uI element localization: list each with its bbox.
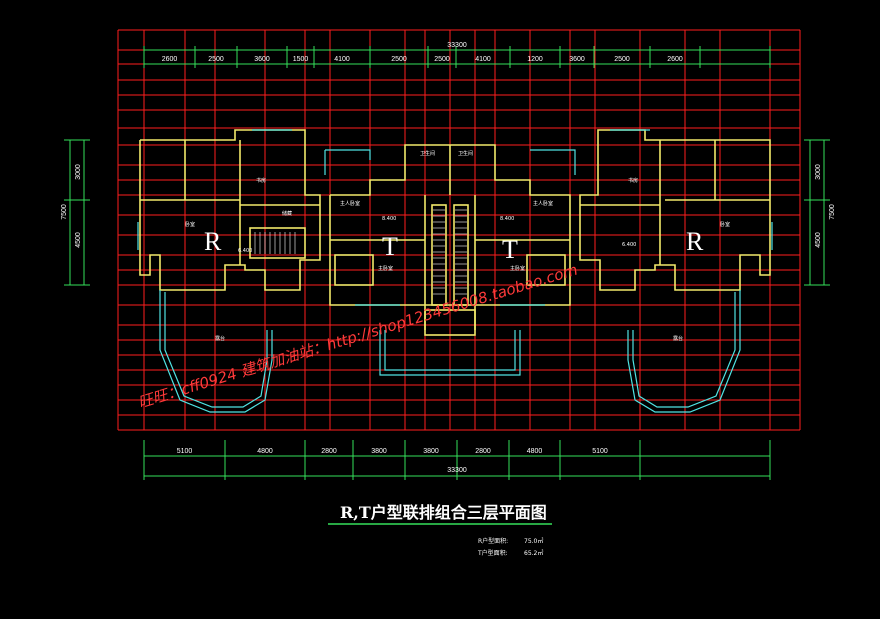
unit-label-t-left: T	[382, 232, 398, 261]
dimension-label: 7500	[829, 204, 836, 220]
dimension-label: 3800	[423, 448, 439, 455]
dimension-label: 4800	[257, 448, 273, 455]
dimension-label: 4500	[815, 232, 822, 248]
level-marks: 8.400 6.400 8.400 6.400	[238, 216, 636, 254]
overall-dimension-bottom: 33300	[447, 467, 467, 474]
level-mark: 6.400	[622, 242, 636, 248]
room-label: 书房	[256, 177, 266, 184]
dimension-label: 3000	[75, 164, 82, 180]
room-label: 书房	[628, 177, 638, 184]
room-label: 卫生间	[458, 150, 473, 157]
room-label: 露台	[215, 335, 225, 342]
dimension-label: 2800	[321, 448, 337, 455]
windows-and-balconies	[137, 129, 773, 413]
dimension-label: 3000	[815, 164, 822, 180]
room-label: 主人卧室	[340, 200, 360, 207]
drawing-title: R,T户型联排组合三层平面图	[340, 503, 547, 522]
area-note: R户型面积: 75.0㎡ T户型面积: 65.2㎡	[477, 537, 543, 557]
dimension-label: 2600	[162, 56, 178, 63]
dimension-label: 1500	[293, 56, 309, 63]
room-label: 卫生间	[420, 150, 435, 157]
dimension-label: 3600	[254, 56, 270, 63]
dimension-label: 2500	[391, 56, 407, 63]
dimension-label: 2500	[434, 56, 450, 63]
dimension-label: 4100	[334, 56, 350, 63]
shop-watermark: 旺旺：cff0924 建筑加油站：http://shop123456008.ta…	[136, 261, 580, 412]
unit-labels: R T T R	[204, 227, 704, 264]
room-label: 卧室	[720, 221, 730, 228]
dimension-label: 4800	[527, 448, 543, 455]
dimension-label: 7500	[61, 204, 68, 220]
room-label: 储藏	[282, 210, 292, 217]
overall-dimension-top: 33300	[447, 42, 467, 49]
room-label: 主人卧室	[533, 200, 553, 207]
area-value-t: 65.2㎡	[524, 549, 543, 557]
level-mark: 8.400	[382, 216, 396, 222]
dimension-text: 33300 33300 2600 2500 3600 1500 4100 2500 2500…	[61, 42, 836, 474]
dimension-label: 2600	[667, 56, 683, 63]
dimension-label: 3600	[569, 56, 585, 63]
building-walls	[139, 129, 771, 336]
stairs	[254, 209, 467, 295]
room-labels: 卫生间 卫生间 书房 书房 卧室 卧室 主卧室 主卧室 主人卧室 主人卧室 露台…	[185, 150, 730, 342]
room-label: 露台	[673, 335, 683, 342]
room-label: 主卧室	[378, 265, 393, 272]
dimension-label: 2500	[614, 56, 630, 63]
dimension-label: 3800	[371, 448, 387, 455]
dimension-label: 1200	[527, 56, 543, 63]
dimension-label: 2500	[208, 56, 224, 63]
unit-label-r-left: R	[204, 227, 222, 256]
level-mark: 6.400	[238, 248, 252, 254]
level-mark: 8.400	[500, 216, 514, 222]
area-label-r: R户型面积:	[478, 537, 508, 545]
area-value-r: 75.0㎡	[524, 537, 543, 545]
dimension-label: 5100	[177, 448, 193, 455]
room-label: 主卧室	[510, 265, 525, 272]
dimension-label: 4100	[475, 56, 491, 63]
dimension-label: 2800	[475, 448, 491, 455]
dimension-lines	[64, 46, 830, 480]
room-label: 卧室	[185, 221, 195, 228]
unit-label-t-right: T	[502, 235, 518, 264]
dimension-label: 4500	[75, 232, 82, 248]
dimension-label: 5100	[592, 448, 608, 455]
area-label-t: T户型面积:	[477, 549, 508, 557]
unit-label-r-right: R	[686, 227, 704, 256]
